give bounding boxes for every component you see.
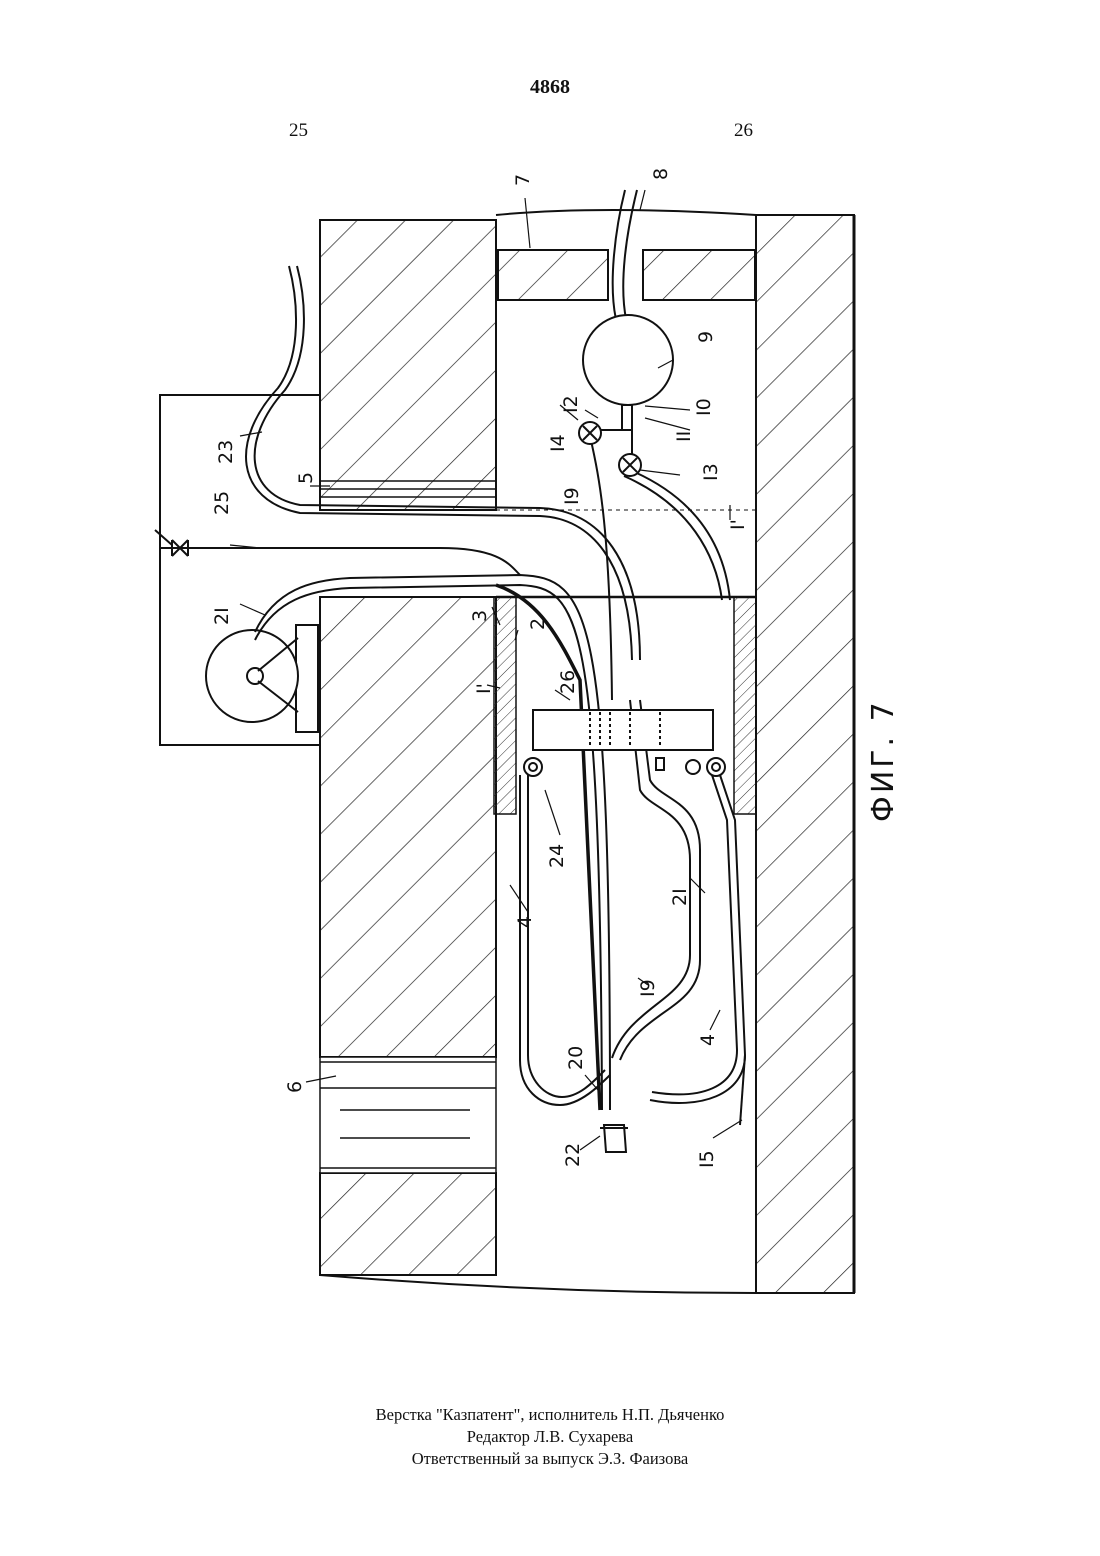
label-7: 7: [512, 174, 534, 186]
label-25: 25: [211, 491, 233, 515]
label-9: 9: [695, 331, 717, 343]
imprint-footer: Верстка "Казпатент", исполнитель Н.П. Дь…: [0, 1404, 1100, 1470]
imprint-line-typesetting: Верстка "Казпатент", исполнитель Н.П. Дь…: [0, 1404, 1100, 1426]
imprint-line-editor: Редактор Л.В. Сухарева: [0, 1426, 1100, 1448]
label-26: 26: [557, 670, 579, 694]
pipe-wall-right: [756, 215, 854, 1293]
label-6: 6: [284, 1081, 306, 1093]
nozzle-22: [600, 1125, 628, 1152]
label-20: 20: [565, 1046, 587, 1070]
valve-25: [155, 530, 320, 556]
label-14: I4: [547, 434, 569, 452]
label-4-left: 4: [514, 916, 536, 928]
label-13: I3: [700, 463, 722, 481]
label-23: 23: [215, 440, 237, 464]
imprint-line-responsible: Ответственный за выпуск Э.З. Фаизова: [0, 1448, 1100, 1470]
end-plug: [498, 250, 755, 300]
figure-caption: ФИГ. 7: [866, 699, 901, 822]
label-15: I5: [696, 1150, 718, 1168]
label-19-top: I9: [561, 487, 583, 505]
label-21-bottom: 2I: [669, 888, 691, 906]
label-22: 22: [562, 1143, 584, 1167]
label-1-left: I': [473, 683, 495, 694]
label-8: 8: [650, 168, 672, 180]
label-24: 24: [546, 844, 568, 868]
label-11: II: [673, 431, 695, 442]
label-21-top: 2I: [211, 607, 233, 625]
label-2: 2: [527, 618, 549, 630]
label-12: I2: [560, 395, 582, 413]
lower-channel: [320, 1057, 496, 1173]
reel-21: [206, 625, 318, 732]
label-3: 3: [469, 610, 491, 622]
label-10: I0: [693, 398, 715, 416]
label-19-bottom: I9: [637, 979, 659, 997]
label-4-right: 4: [697, 1034, 719, 1046]
label-1-top: I': [727, 519, 749, 530]
pig-body-26: [524, 710, 725, 776]
label-5: 5: [295, 472, 317, 484]
